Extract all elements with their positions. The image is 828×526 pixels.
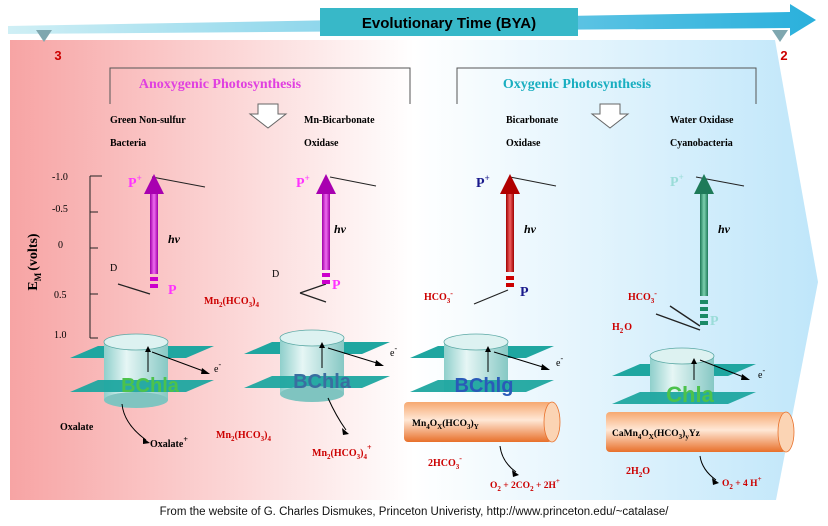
p-plus-label: P+ [128, 173, 142, 191]
oxalate-plus-label: Oxalate+ [150, 435, 188, 450]
down-arrow-icon [590, 103, 630, 129]
y-tick-label: 0.5 [54, 290, 67, 301]
d-label: D [272, 269, 279, 280]
p-label: P [168, 283, 177, 298]
reaction-center-2: BChla e- Mn2(HCO3)4 Mn2(HCO3)4+ [216, 329, 397, 461]
pigment-label: BChlg [455, 375, 514, 397]
column-3-header-line2: Oxidase [506, 138, 541, 149]
category-anoxygenic: Anoxygenic Photosynthesis [109, 67, 411, 129]
y-tick-label: -1.0 [52, 172, 68, 183]
camn-cluster-label: CaMn4OX(HCO3)yYz [612, 428, 701, 441]
y-axis-label: EM(volts) [26, 233, 43, 291]
down-arrow-icon [248, 103, 288, 129]
column-headers: Green Non-sulfur Bacteria Mn-Bicarbonate… [110, 115, 734, 149]
pigment-label: BChla [121, 375, 180, 397]
bicarbonate-in: 2HCO3- [428, 454, 462, 471]
column-2-header-line1: Mn-Bicarbonate [304, 115, 375, 126]
reaction-center-4: Chla e- CaMn4OX(HCO3)yYz 2H2O O2 + 4 H+ [606, 347, 795, 491]
column-4-header-line2: Cyanobacteria [670, 138, 733, 149]
column-3-energy: P+ hv P HCO3- [424, 173, 557, 305]
p-label: P [520, 285, 529, 300]
column-1-header-line1: Green Non-sulfur [110, 115, 186, 126]
electron-label: e- [758, 366, 765, 381]
column-4-energy: P+ hv P HCO3- H2O [612, 172, 745, 335]
d-label: D [110, 263, 117, 274]
hv-label: hv [334, 222, 347, 236]
electron-label: e- [214, 360, 221, 375]
category-oxygenic-label: Oxygenic Photosynthesis [503, 77, 652, 92]
column-1-energy: P+ hv D P [110, 173, 206, 298]
mn-bicarbonate-out: Mn2(HCO3)4+ [312, 443, 372, 461]
pigment-label: BChla [293, 371, 352, 393]
water-donor: H2O [612, 322, 632, 335]
manganese-cluster-cylinder [606, 412, 786, 452]
category-oxygenic: Oxygenic Photosynthesis [456, 67, 757, 129]
timeline-arrow: Evolutionary Time (BYA) 3 2 [8, 4, 816, 63]
hv-label: hv [524, 222, 537, 236]
category-anoxygenic-label: Anoxygenic Photosynthesis [139, 77, 302, 92]
p-label: P [710, 314, 719, 329]
column-2-header-line2: Oxidase [304, 138, 339, 149]
mn-bicarbonate-donor: Mn2(HCO3)4 [204, 296, 259, 309]
hv-label: hv [718, 222, 731, 236]
background-panel [10, 40, 818, 500]
timeline-right-value: 2 [780, 48, 787, 63]
pigment-label: Chla [666, 382, 714, 407]
column-3-header-line1: Bicarbonate [506, 115, 559, 126]
p-label: P [332, 278, 341, 293]
p-plus-label: P+ [670, 172, 684, 190]
water-in: 2H2O [626, 466, 650, 479]
mn-bicarbonate-in: Mn2(HCO3)4 [216, 430, 271, 443]
timeline-title: Evolutionary Time (BYA) [362, 15, 536, 32]
mn-cluster-label: Mn4OX(HCO3)Y [412, 418, 479, 431]
reaction-center-3: BChlg e- Mn4OX(HCO3)Y 2HCO3- O2 + 2CO2 +… [404, 333, 563, 493]
oxygen-out: O2 + 4 H+ [722, 475, 762, 491]
timeline-title-box [320, 8, 578, 36]
bicarbonate-donor: HCO3- [628, 289, 657, 305]
reaction-center-1: BChla e- Oxalate Oxalate+ [60, 333, 221, 450]
y-tick-label: 0 [58, 240, 63, 251]
manganese-cluster-cylinder [404, 402, 552, 442]
p-plus-label: P+ [296, 173, 310, 191]
column-4-header-line1: Water Oxidase [670, 115, 734, 126]
p-plus-label: P+ [476, 173, 490, 191]
y-tick-label: -0.5 [52, 204, 68, 215]
oxygen-co2-out: O2 + 2CO2 + 2H+ [490, 477, 560, 493]
electron-label: e- [556, 354, 563, 369]
timeline-left-value: 3 [54, 48, 61, 63]
y-tick-label: 1.0 [54, 330, 67, 341]
y-axis: EM(volts) -1.0 -0.5 0 0.5 1.0 [26, 172, 102, 341]
electron-label: e- [390, 344, 397, 359]
source-footer: From the website of G. Charles Dismukes,… [159, 506, 669, 518]
bicarbonate-donor: HCO3- [424, 289, 453, 305]
oxalate-label: Oxalate [60, 422, 94, 433]
column-2-energy: P+ hv D P Mn2(HCO3)4 [204, 173, 377, 309]
hv-label: hv [168, 232, 181, 246]
column-1-header-line2: Bacteria [110, 138, 146, 149]
